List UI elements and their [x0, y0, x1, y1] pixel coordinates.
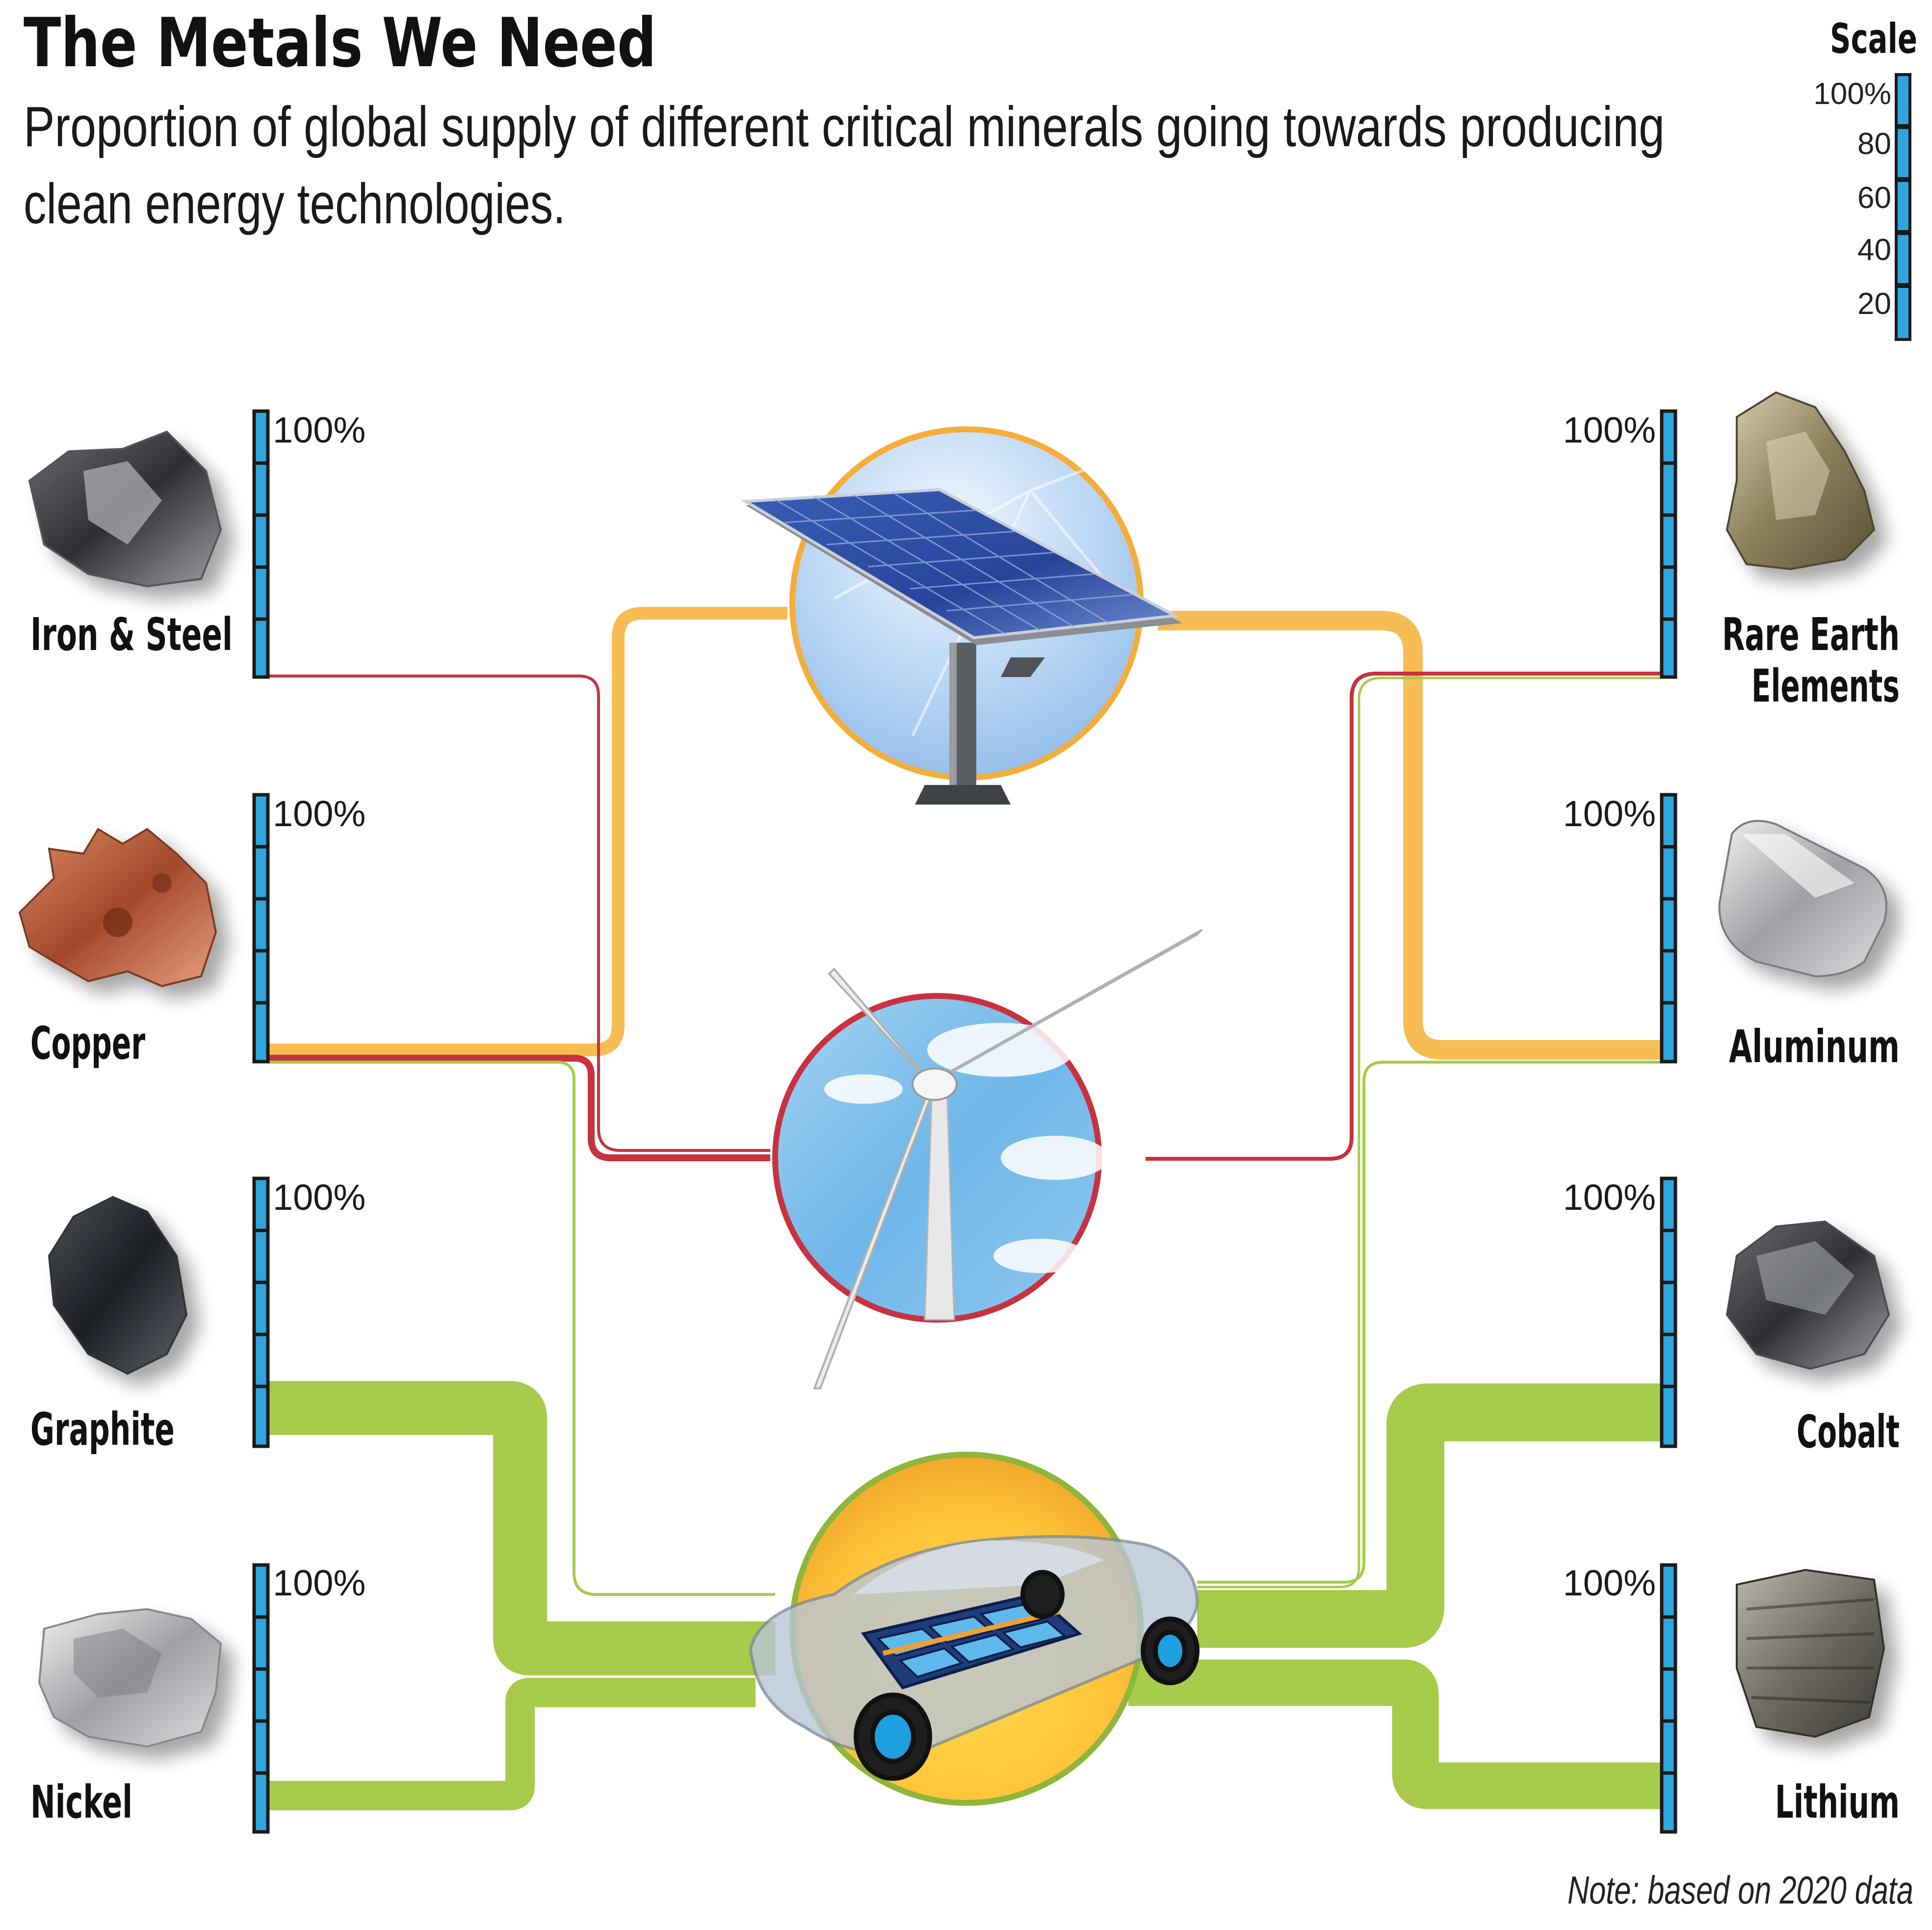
mineral-label-graphite: Graphite [30, 1403, 175, 1456]
gauge-rare-earth [1660, 409, 1677, 679]
mineral-image-nickel [38, 1608, 222, 1748]
scale-bar [1895, 73, 1911, 341]
mineral-image-graphite [48, 1196, 188, 1375]
mineral-image-rare-earth [1725, 391, 1876, 571]
gauge-nickel [252, 1563, 270, 1834]
gauge-label-cobalt: 100% [1563, 1177, 1656, 1218]
solar-panel-illustration [741, 426, 1182, 805]
flow-lithium-ev [1128, 1659, 1661, 1809]
flow-copper-solar [269, 607, 787, 1056]
scale-title: Scale [1830, 15, 1917, 63]
flow-rare-earth-ev [1197, 677, 1661, 1589]
footnote: Note: based on 2020 data [1567, 1868, 1913, 1912]
gauge-copper [252, 793, 270, 1064]
gauge-cobalt [1660, 1176, 1677, 1448]
mineral-image-cobalt [1725, 1220, 1890, 1370]
flow-cobalt-ev [1197, 1383, 1661, 1648]
gauge-label-lithium: 100% [1563, 1563, 1656, 1603]
flow-iron-wind [269, 675, 770, 1152]
wind-turbine-illustration [772, 929, 1203, 1389]
gauges-left [252, 409, 270, 1834]
scale-legend: Scale 100% 80 60 40 20 [1813, 15, 1917, 341]
mineral-label-copper: Copper [30, 1017, 145, 1069]
gauges-right [1660, 409, 1677, 1834]
gauge-iron-steel [252, 409, 270, 679]
flow-nickel-ev [269, 1678, 756, 1810]
mineral-image-iron-steel [28, 430, 222, 588]
gauge-label-nickel: 100% [273, 1563, 366, 1603]
mineral-label-nickel: Nickel [30, 1776, 132, 1828]
subtitle-line-2: clean energy technologies. [24, 172, 566, 235]
flow-aluminum-ev [1197, 1061, 1661, 1584]
mineral-image-lithium [1736, 1568, 1885, 1738]
page-title: The Metals We Need [24, 3, 656, 82]
gauge-label-rare-earth: 100% [1563, 410, 1656, 450]
subtitle-line-1: Proportion of global supply of different… [24, 95, 1665, 158]
gauge-graphite [252, 1176, 270, 1448]
mineral-image-aluminum [1718, 820, 1887, 978]
mineral-label-cobalt: Cobalt [1797, 1406, 1900, 1458]
gauge-label-aluminum: 100% [1563, 793, 1656, 834]
scale-tick-100: 100% [1813, 77, 1891, 111]
mineral-label-lithium: Lithium [1775, 1776, 1900, 1828]
gauge-label-copper: 100% [273, 793, 366, 834]
gauge-lithium [1660, 1563, 1677, 1834]
mineral-label-aluminum: Aluminum [1729, 1020, 1900, 1073]
flow-aluminum-solar [1158, 611, 1661, 1060]
mineral-label-rare-earth-line2: Elements [1751, 660, 1900, 712]
mineral-label-rare-earth-line1: Rare Earth [1722, 608, 1900, 661]
flow-copper-wind [269, 1055, 770, 1161]
flow-rare-earth-wind [1146, 672, 1661, 1161]
scale-tick-20: 20 [1857, 287, 1891, 321]
scale-tick-60: 60 [1857, 181, 1891, 215]
scale-tick-80: 80 [1857, 127, 1891, 161]
flow-lines [269, 607, 1661, 1810]
scale-tick-40: 40 [1857, 233, 1891, 267]
flow-copper-ev [269, 1061, 775, 1596]
flow-graphite-ev [269, 1381, 775, 1675]
mineral-label-iron-steel: Iron & Steel [30, 608, 233, 661]
gauge-label-graphite: 100% [273, 1177, 366, 1218]
mineral-image-copper [18, 828, 217, 988]
gauge-aluminum [1660, 793, 1677, 1064]
gauge-label-iron-steel: 100% [273, 410, 366, 450]
electric-vehicle-illustration [749, 1452, 1200, 1806]
